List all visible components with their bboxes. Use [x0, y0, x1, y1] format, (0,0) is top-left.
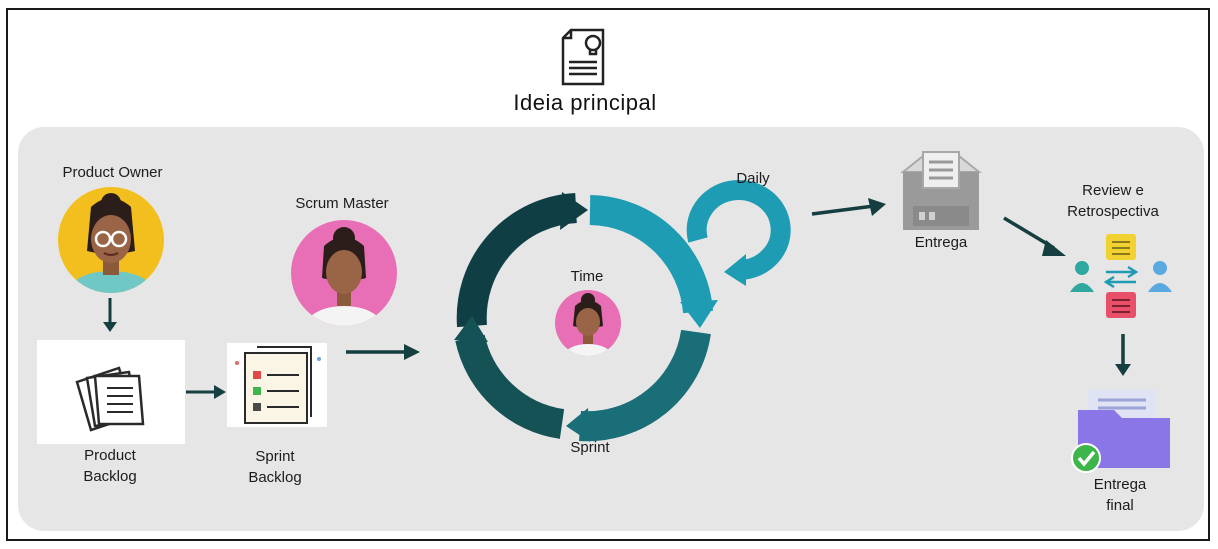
- entrega-label: Entrega: [914, 234, 968, 251]
- review-label: Review e Retrospectiva: [1067, 182, 1159, 220]
- sprint-cycle-icon: [454, 192, 718, 442]
- scrum-master-label: Scrum Master: [295, 195, 389, 212]
- arrow-to-entrega-final: [1115, 334, 1131, 376]
- final-folder-icon: [1071, 390, 1170, 473]
- arrow-backlog-to-sprint-backlog: [186, 385, 226, 399]
- daily-label: Daily: [736, 170, 770, 187]
- time-label: Time: [570, 268, 604, 285]
- arrow-to-entrega: [811, 198, 886, 216]
- review-retro-icon: [1070, 234, 1172, 318]
- scrum-master-avatar: [291, 220, 397, 326]
- product-owner-label: Product Owner: [62, 164, 163, 181]
- entrega-final-label: Entrega final: [1093, 476, 1147, 514]
- main-title: Ideia principal: [513, 90, 657, 115]
- idea-document-icon: [561, 28, 605, 86]
- arrow-po-to-backlog: [103, 298, 117, 332]
- delivery-box-icon: [900, 151, 982, 230]
- daily-loop-icon: [686, 180, 791, 286]
- product-owner-avatar: [58, 187, 164, 293]
- sprint-backlog-card: [227, 343, 327, 427]
- product-backlog-label: Product Backlog: [83, 447, 137, 485]
- arrow-to-sprint-cycle: [346, 344, 420, 360]
- sprint-label: Sprint: [570, 439, 610, 456]
- product-backlog-card: [37, 340, 185, 444]
- time-avatar: [555, 290, 621, 356]
- arrow-to-review: [1003, 216, 1066, 256]
- sprint-backlog-label: Sprint Backlog: [248, 448, 302, 486]
